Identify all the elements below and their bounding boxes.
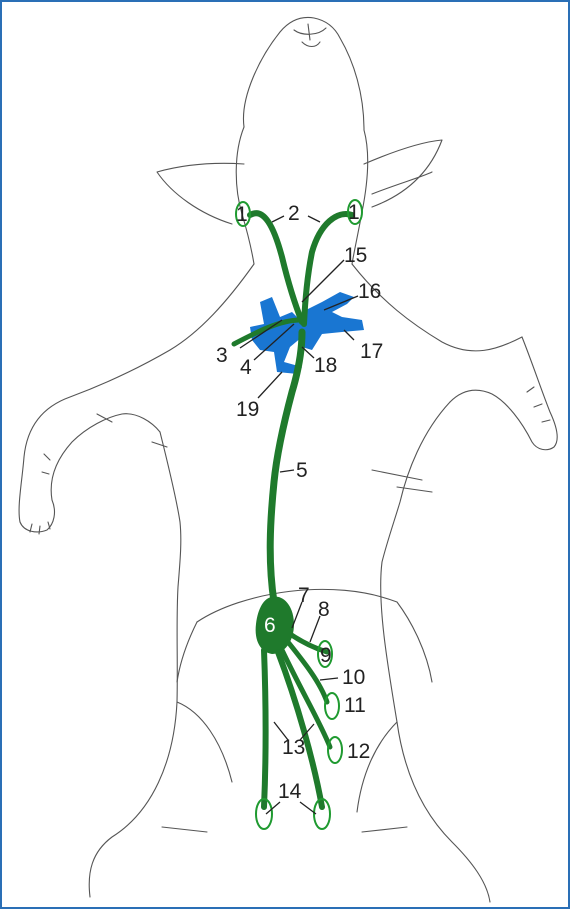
- label-8: 8: [318, 598, 330, 621]
- left-lumbar-trunk: [264, 650, 266, 807]
- left-tracheal-duct: [250, 213, 302, 322]
- label-2: 2: [288, 202, 300, 225]
- label-16: 16: [358, 280, 381, 303]
- label-13: 13: [282, 736, 305, 759]
- right-vein: [302, 292, 364, 350]
- label-1-left: 1: [236, 203, 248, 226]
- label-11: 11: [344, 694, 366, 717]
- label-17: 17: [360, 340, 383, 363]
- abdomen-line: [197, 589, 432, 682]
- label-6: 6: [264, 614, 276, 637]
- label-19: 19: [236, 398, 259, 421]
- label-3: 3: [216, 344, 228, 367]
- dog-head-outline: [243, 18, 367, 264]
- label-7: 7: [298, 584, 310, 607]
- left-ear: [157, 163, 244, 224]
- label-12: 12: [347, 740, 370, 763]
- right-foreleg: [450, 337, 557, 450]
- label-4: 4: [240, 356, 252, 379]
- dog-body-outline: [19, 18, 557, 902]
- node-11: [325, 693, 339, 719]
- label-1-right: 1: [348, 201, 360, 224]
- label-18: 18: [314, 354, 337, 377]
- label-15: 15: [344, 244, 367, 267]
- label-9: 9: [320, 644, 332, 667]
- node-12: [328, 737, 342, 763]
- label-10: 10: [342, 666, 365, 689]
- left-foreleg: [20, 414, 160, 532]
- right-ear: [364, 140, 442, 207]
- label-5: 5: [296, 459, 308, 482]
- label-14: 14: [278, 780, 302, 803]
